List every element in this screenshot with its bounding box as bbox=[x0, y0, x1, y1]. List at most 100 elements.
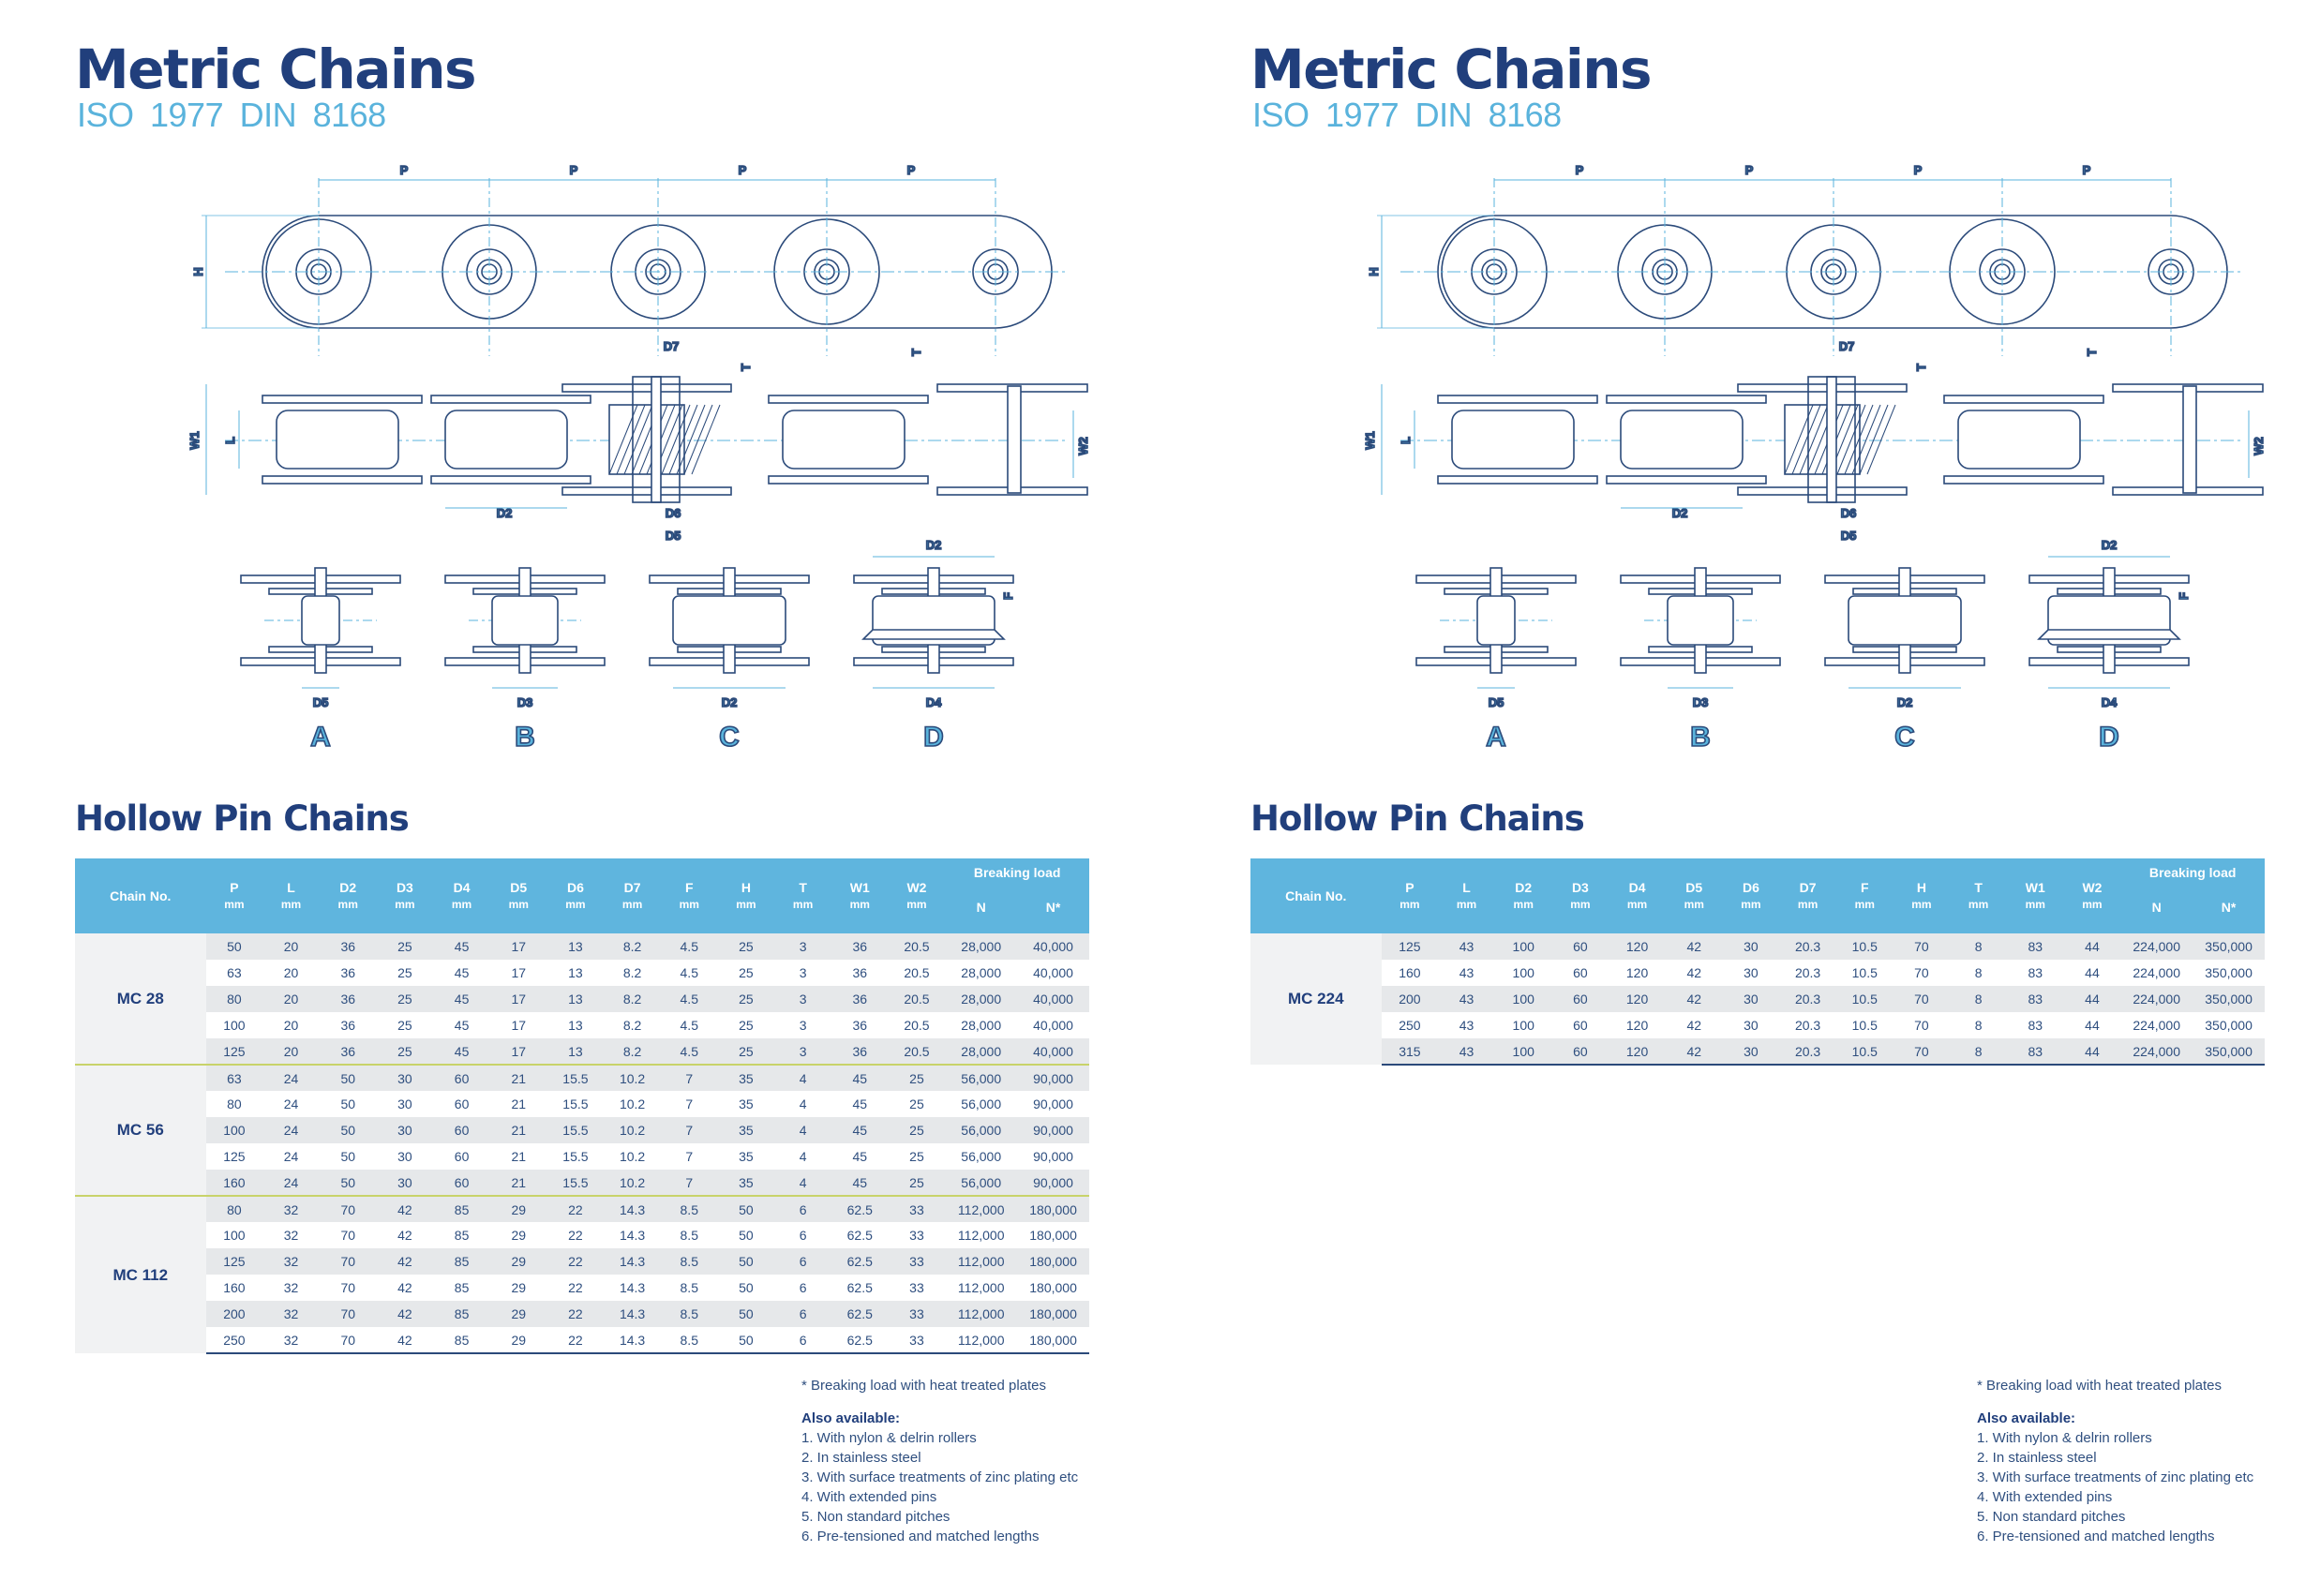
table-cell: 33 bbox=[888, 1195, 946, 1222]
col-breaking-load: Breaking load bbox=[945, 858, 1089, 881]
svg-text:D5: D5 bbox=[1489, 695, 1504, 709]
table-cell: 36 bbox=[319, 1038, 377, 1065]
col-bl-n: N bbox=[945, 881, 1018, 933]
table-cell: 50 bbox=[717, 1327, 775, 1354]
table-cell: 62.5 bbox=[846, 1280, 873, 1295]
table-cell: 42 bbox=[1665, 933, 1723, 960]
table-cell: 80 bbox=[227, 1096, 242, 1111]
table-cell: 32 bbox=[262, 1327, 320, 1354]
svg-text:P: P bbox=[1745, 163, 1754, 177]
table-cell: 32 bbox=[283, 1280, 299, 1295]
svg-text:A: A bbox=[310, 722, 331, 753]
table-cell: 25 bbox=[909, 1149, 924, 1164]
table-cell: 30 bbox=[397, 1149, 412, 1164]
table-cell: 25 bbox=[888, 1117, 946, 1143]
svg-text:P: P bbox=[400, 163, 409, 177]
table-cell: 22 bbox=[568, 1228, 583, 1243]
table-cell: 70 bbox=[340, 1280, 356, 1295]
svg-text:D2: D2 bbox=[497, 506, 513, 520]
table-cell: 160 bbox=[1399, 965, 1421, 980]
table-cell: 45 bbox=[433, 1038, 490, 1065]
table-cell: 20 bbox=[262, 933, 320, 960]
svg-text:D3: D3 bbox=[517, 695, 533, 709]
table-cell: 25 bbox=[909, 1096, 924, 1111]
table-cell: 112,000 bbox=[945, 1248, 1018, 1275]
svg-text:W2: W2 bbox=[2252, 437, 2266, 455]
table-cell: 4.5 bbox=[660, 1038, 718, 1065]
table-cell: 42 bbox=[376, 1195, 434, 1222]
table-cell: 224,000 bbox=[2133, 1018, 2180, 1033]
table-cell: 25 bbox=[717, 986, 775, 1012]
svg-text:C: C bbox=[719, 722, 740, 753]
table-cell: 14.3 bbox=[619, 1280, 646, 1295]
table-cell: 90,000 bbox=[1017, 1117, 1089, 1143]
table-cell: 42 bbox=[1665, 986, 1723, 1012]
table-cell: 100 bbox=[1494, 1038, 1552, 1066]
table-cell: 70 bbox=[319, 1327, 377, 1354]
table-cell: 20.5 bbox=[888, 1038, 946, 1065]
table-cell: 22 bbox=[546, 1195, 605, 1222]
table-cell: 180,000 bbox=[1029, 1228, 1077, 1243]
table-cell: 100 bbox=[205, 1117, 263, 1143]
table-cell: 10.5 bbox=[1835, 986, 1893, 1012]
col-bl-n-star: N* bbox=[1017, 881, 1089, 933]
table-cell: 25 bbox=[397, 1018, 412, 1033]
table-cell: 25 bbox=[739, 1018, 754, 1033]
table-cell: 6 bbox=[774, 1195, 831, 1222]
table-cell: 15.5 bbox=[562, 1096, 589, 1111]
table-cell: 15.5 bbox=[562, 1149, 589, 1164]
table-cell: 83 bbox=[2006, 1038, 2064, 1066]
table-cell: 56,000 bbox=[945, 1117, 1018, 1143]
table-cell: 8.2 bbox=[604, 933, 661, 960]
table-cell: 36 bbox=[319, 933, 377, 960]
table-cell: 60 bbox=[454, 1149, 470, 1164]
table-cell: 350,000 bbox=[2205, 965, 2253, 980]
table-cell: 10.2 bbox=[619, 1149, 646, 1164]
table-cell: 100 bbox=[223, 1018, 246, 1033]
table-cell: 8.5 bbox=[660, 1195, 718, 1222]
table-cell: 30 bbox=[1722, 933, 1780, 960]
svg-text:P: P bbox=[739, 163, 747, 177]
table-cell: 7 bbox=[660, 1064, 718, 1091]
table-cell: 20.3 bbox=[1794, 1018, 1821, 1033]
also-available-heading: Also available: bbox=[1977, 1410, 2076, 1426]
table-cell: 120 bbox=[1625, 965, 1649, 980]
table-cell: 42 bbox=[1665, 1038, 1723, 1066]
table-cell: 25 bbox=[888, 1064, 946, 1091]
svg-text:P: P bbox=[907, 163, 916, 177]
table-cell: 28,000 bbox=[961, 965, 1002, 980]
table-cell: 60 bbox=[433, 1170, 490, 1196]
svg-text:T: T bbox=[909, 349, 923, 356]
table-cell: 6 bbox=[774, 1248, 831, 1275]
also-item: 2. In stainless steel bbox=[1977, 1450, 2097, 1466]
table-cell: 85 bbox=[433, 1195, 490, 1222]
table-cell: 10.5 bbox=[1851, 1018, 1878, 1033]
table-cell: 24 bbox=[283, 1149, 299, 1164]
table-cell: 13 bbox=[568, 1018, 583, 1033]
table-cell: 60 bbox=[1551, 1038, 1609, 1066]
table-cell: 60 bbox=[433, 1064, 490, 1091]
table-cell: 112,000 bbox=[957, 1280, 1005, 1295]
table-cell: 43 bbox=[1438, 986, 1495, 1012]
table-cell: 20.3 bbox=[1779, 1038, 1836, 1066]
table-cell: 36 bbox=[831, 933, 889, 960]
table-cell: 70 bbox=[319, 1301, 377, 1327]
